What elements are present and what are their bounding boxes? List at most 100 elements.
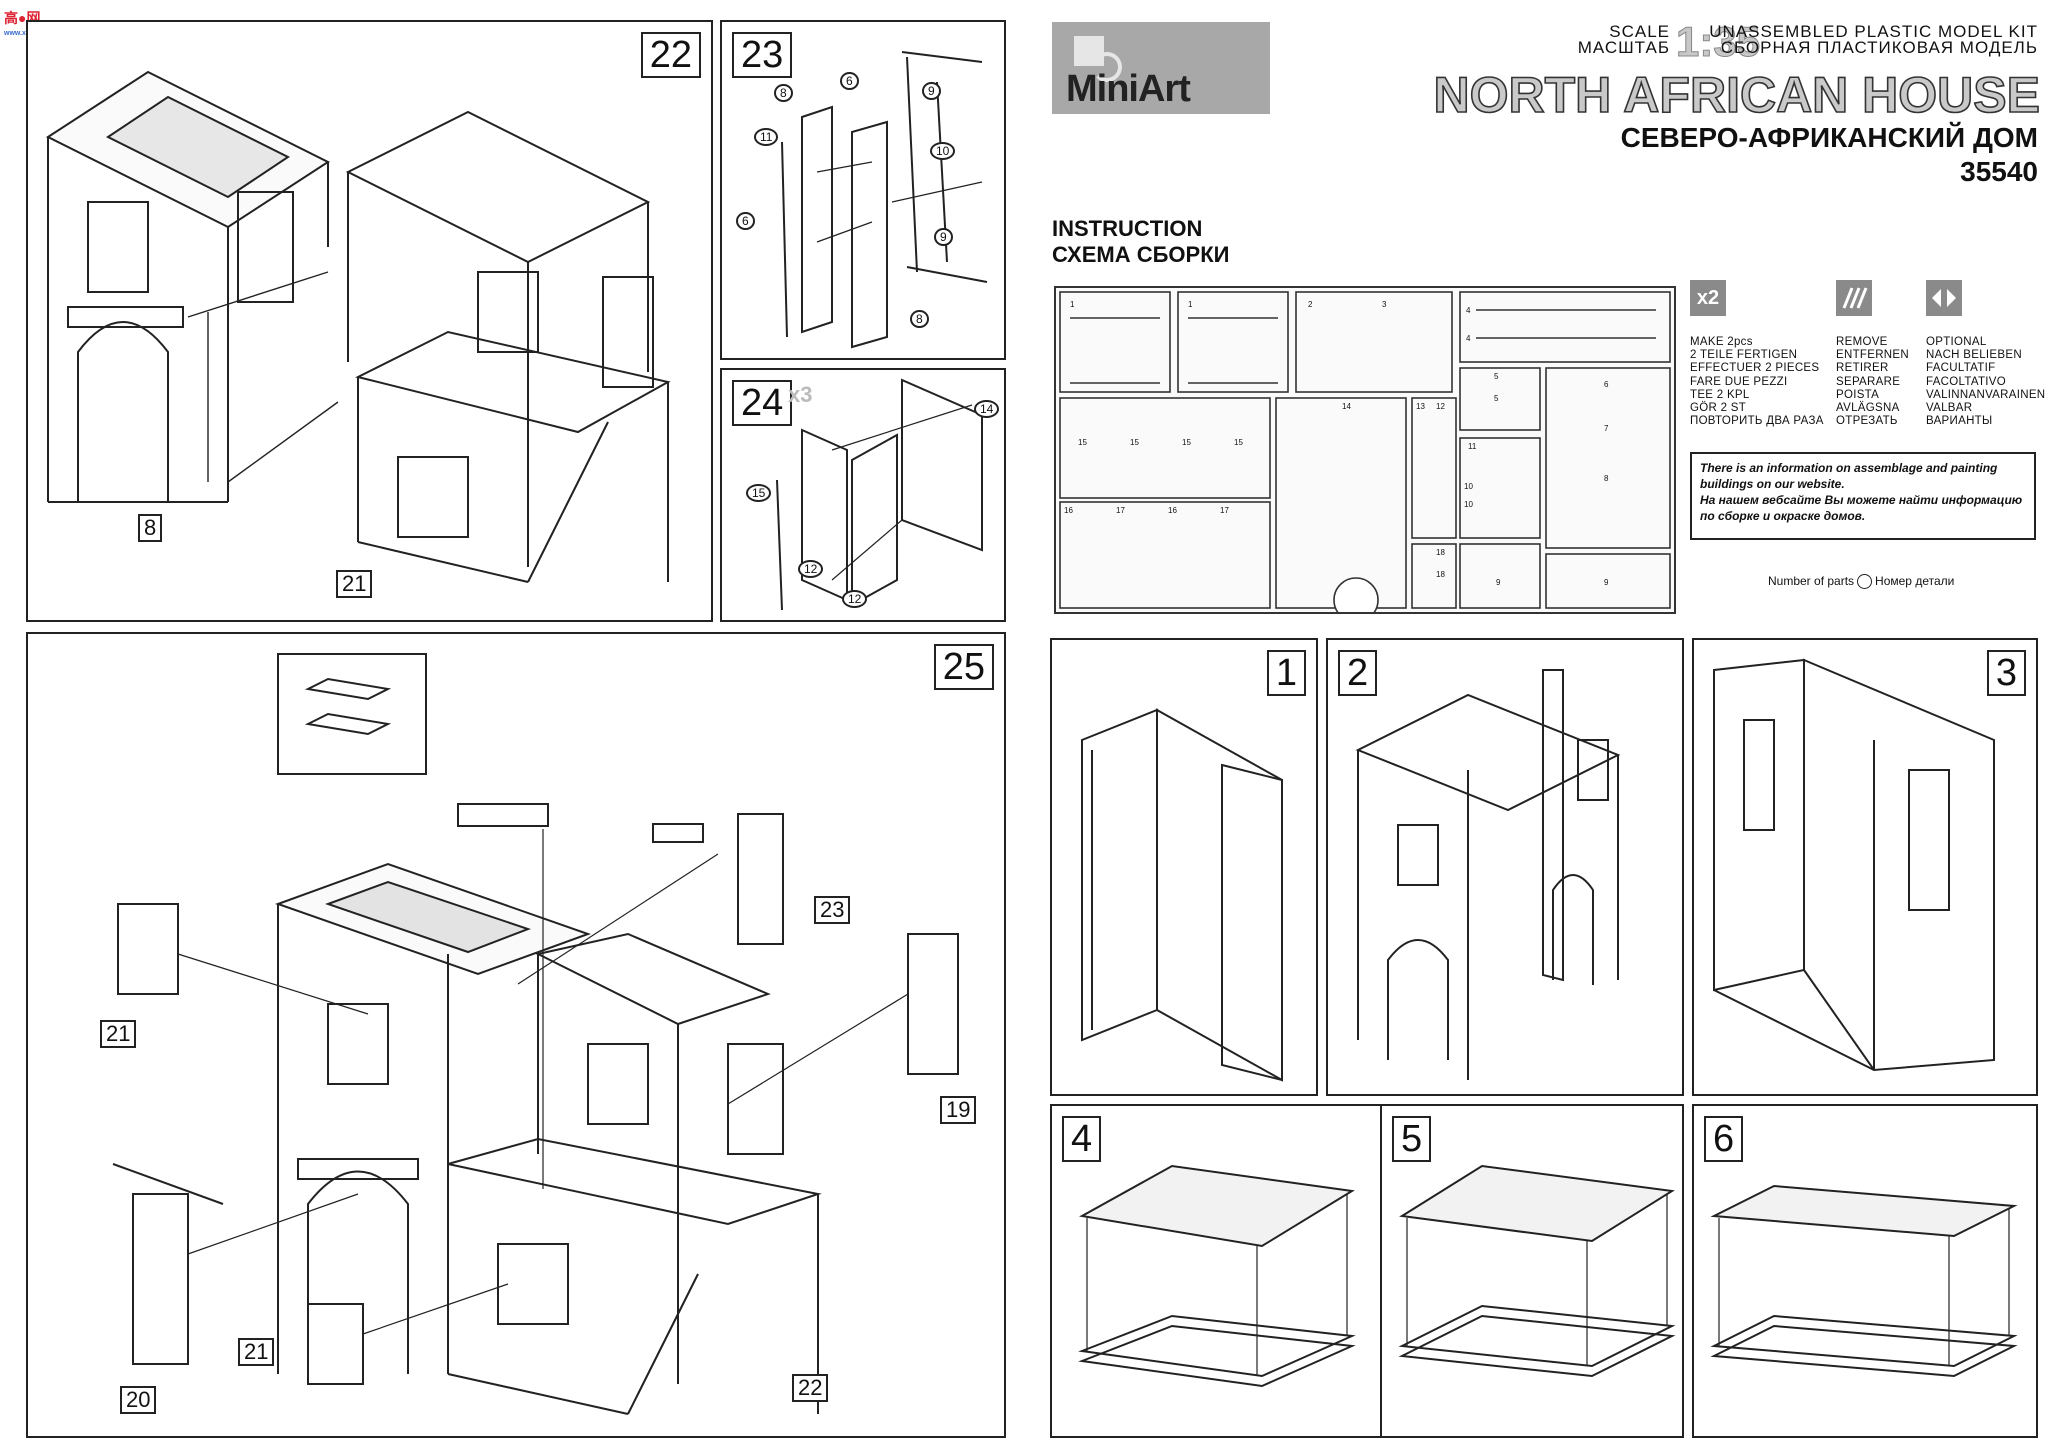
sprue-label: 5 [1494, 394, 1499, 403]
step-1-drawing [1081, 708, 1283, 1082]
step-number: 2 [1338, 650, 1378, 696]
step-6-drawing [1710, 1184, 2018, 1378]
step-23-panel: 23 8 6 9 11 10 6 9 8 [720, 20, 1006, 360]
callout-part: 11 [754, 128, 779, 146]
sprue-label: 1 [1188, 300, 1193, 309]
sprue-drawing [1059, 291, 1671, 623]
sprue-label: 7 [1604, 424, 1609, 433]
callout-part: 23 [814, 896, 851, 924]
callout-part-8: 8 [138, 514, 163, 542]
sprue-label: 1 [1070, 300, 1075, 309]
sprue-diagram: 1 1 2 3 4 4 5 5 6 7 8 9 9 10 10 11 12 13… [1054, 286, 1676, 623]
callout-part-21: 21 [336, 570, 373, 598]
website-info-box: There is an information on assemblage an… [1690, 452, 2036, 540]
sprue-label: 16 [1064, 506, 1073, 515]
title-en: NORTH AFRICAN HOUSE [1433, 66, 2041, 124]
logo-text: MiniArt [1066, 68, 1191, 110]
step-1-panel: 1 [1050, 638, 1318, 1096]
callout-part: 9 [934, 228, 953, 246]
sprue-label: 10 [1464, 500, 1473, 509]
sprue-label: 3 [1382, 300, 1387, 309]
legend-make-two: MAKE 2pcs 2 TEILE FERTIGEN EFFECTUER 2 P… [1690, 336, 1824, 428]
sprue-label: 17 [1116, 506, 1125, 515]
callout-part: 8 [910, 310, 929, 328]
sprue-label: 8 [1604, 474, 1609, 483]
scale-value: 1:35 [1675, 18, 1761, 66]
step-22-drawing [45, 70, 671, 583]
kit-type-en: UNASSEMBLED PLASTIC MODEL KIT [1709, 22, 2038, 41]
sprue-label: 13 [1416, 402, 1425, 411]
sprue-label: 16 [1168, 506, 1177, 515]
callout-part: 6 [840, 72, 859, 90]
cut-icon [1836, 280, 1872, 316]
sprue-label: 5 [1494, 372, 1499, 381]
step-4-panel: 4 [1050, 1104, 1408, 1438]
sprue-label: 11 [1468, 442, 1477, 451]
step-24-panel: 24 x3 14 15 12 12 [720, 368, 1006, 622]
sprue-label: 4 [1466, 306, 1471, 315]
make-two-icon: x2 [1690, 280, 1726, 316]
title-ru: СЕВЕРО-АФРИКАНСКИЙ ДОМ [1620, 122, 2038, 153]
step-5-panel: 5 [1380, 1104, 1684, 1438]
step-number: 1 [1266, 650, 1306, 696]
instruction-en: INSTRUCTION [1052, 216, 1203, 241]
sprue-label: 4 [1466, 334, 1471, 343]
kit-type-ru: СБОРНАЯ ПЛАСТИКОВАЯ МОДЕЛЬ [1720, 38, 2038, 57]
sprue-label: 14 [1342, 402, 1351, 411]
scale-label-ru: МАСШТАБ [1577, 38, 1670, 57]
callout-part: 21 [238, 1338, 275, 1366]
callout-part: 19 [940, 1096, 977, 1124]
sprue-label: 15 [1234, 438, 1243, 447]
step-number: 4 [1062, 1116, 1102, 1162]
step-6-panel: 6 [1692, 1104, 2038, 1438]
callout-part: 6 [736, 212, 755, 230]
sprue-label: 6 [1604, 380, 1609, 389]
step-4-drawing [1078, 1164, 1356, 1388]
miniart-logo: MiniArt [1052, 22, 1270, 114]
sprue-label: 10 [1464, 482, 1473, 491]
step-number: 24 [732, 380, 793, 426]
optional-icon [1926, 280, 1962, 316]
callout-part: 8 [774, 84, 793, 102]
sprue-label: 2 [1308, 300, 1313, 309]
callout-part: 21 [100, 1020, 137, 1048]
callout-part: 15 [746, 484, 772, 502]
sprue-label: 12 [1436, 402, 1445, 411]
step-2-drawing [1355, 669, 1621, 1080]
part-circle-icon [1857, 574, 1873, 590]
callout-part: 14 [974, 400, 1000, 418]
step-number: 5 [1392, 1116, 1432, 1162]
step-number: 23 [732, 32, 793, 78]
step-25-panel: 25 [26, 632, 1006, 1438]
step-22-panel: 22 [26, 20, 713, 622]
sprue-label: 15 [1182, 438, 1191, 447]
step-number: 25 [933, 644, 994, 690]
step-3-drawing [1713, 658, 1995, 1072]
step-2-panel: 2 [1326, 638, 1684, 1096]
callout-part: 20 [120, 1386, 157, 1414]
step-number: 3 [1986, 650, 2026, 696]
sprue-label: 17 [1220, 506, 1229, 515]
callout-part: 9 [922, 82, 941, 100]
legend-optional: OPTIONAL NACH BELIEBEN FACULTATIF FACOLT… [1926, 336, 2046, 428]
callout-part: 12 [798, 560, 824, 578]
step-5-drawing [1398, 1164, 1676, 1378]
step-23-drawing [781, 51, 988, 349]
instruction-ru: СХЕМА СБОРКИ [1052, 242, 1230, 267]
scale-label-en: SCALE [1609, 22, 1670, 41]
callout-part: 10 [930, 142, 956, 160]
logo-arc-shape [1092, 52, 1122, 82]
callout-part: 12 [842, 590, 868, 608]
step-3-panel: 3 [1692, 638, 2038, 1096]
sprue-label: 15 [1078, 438, 1087, 447]
step-number: 6 [1704, 1116, 1744, 1162]
step-25-drawing [112, 653, 959, 1415]
callout-part: 22 [792, 1374, 829, 1402]
sprue-label: 15 [1130, 438, 1139, 447]
sprue-label: 9 [1604, 578, 1609, 587]
sprue-label: 18 [1436, 548, 1445, 557]
legend-remove: REMOVE ENTFERNEN RETIRER SEPARARE POISTA… [1836, 336, 1909, 428]
step-number: 22 [640, 32, 701, 78]
kit-number: 35540 [1960, 156, 2038, 187]
